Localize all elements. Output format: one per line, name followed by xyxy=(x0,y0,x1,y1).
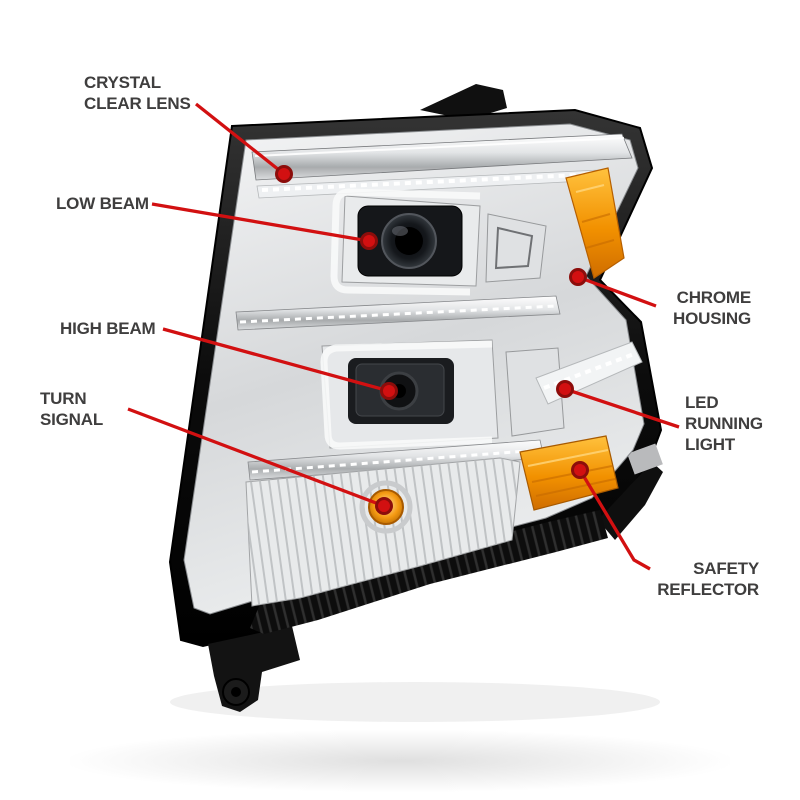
callout-turn-signal xyxy=(127,407,393,515)
callout-low-beam xyxy=(151,202,378,250)
label-turn-signal: TURN SIGNAL xyxy=(40,389,104,429)
turn-signal-lamp xyxy=(245,457,521,607)
callout-lines xyxy=(127,102,680,571)
label-crystal-clear-lens: CRYSTAL CLEAR LENS xyxy=(84,73,191,113)
label-high-beam: HIGH BEAM xyxy=(60,319,156,338)
label-safety-reflector: SAFETY REFLECTOR xyxy=(657,559,759,599)
lower-trim-ribs xyxy=(250,510,608,634)
callout-crystal-clear-lens xyxy=(194,102,293,183)
label-low-beam: LOW BEAM xyxy=(56,194,149,213)
callout-led-running-light xyxy=(556,380,680,429)
callout-high-beam xyxy=(162,327,398,400)
top-mount-tab xyxy=(420,84,507,120)
amber-marker-strip xyxy=(565,167,625,279)
callout-chrome-housing xyxy=(569,268,657,308)
low-beam-projector xyxy=(330,188,547,296)
floor-reflection xyxy=(70,730,730,792)
callout-safety-reflector xyxy=(571,461,651,571)
label-led-running-light: LED RUNNING LIGHT xyxy=(685,393,763,454)
high-beam-reflector xyxy=(320,339,565,450)
label-chrome-housing: CHROME HOUSING xyxy=(673,288,751,328)
ground-shadow xyxy=(170,682,660,722)
chrome-divider-upper xyxy=(235,295,561,331)
